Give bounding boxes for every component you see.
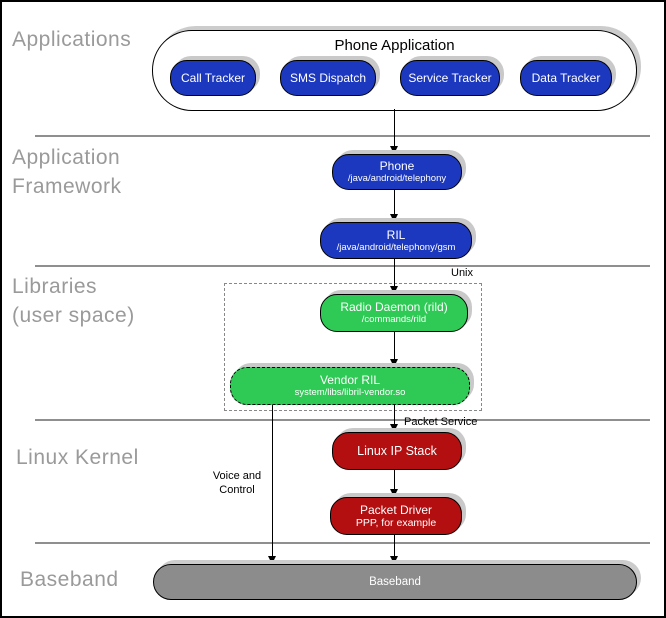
unix-boundary-label: Unix	[451, 267, 474, 279]
arrowhead-down-icon	[390, 286, 398, 294]
node-label: Packet Driver	[359, 502, 433, 517]
node-label: Linux IP Stack	[357, 443, 437, 458]
node-label: Service Tracker	[408, 71, 492, 85]
phone-application-title: Phone Application	[334, 37, 455, 54]
arrow-line	[394, 190, 395, 216]
arrow-line	[394, 259, 395, 288]
baseband-bar: Baseband	[153, 564, 637, 600]
app-pill-call-tracker: Call Tracker	[170, 60, 256, 96]
node-radio-daemon: Radio Daemon (rild) /commands/rild	[320, 294, 468, 332]
node-label: Baseband	[369, 576, 421, 588]
section-label-libraries: Libraries (user space)	[12, 272, 135, 330]
arrowhead-down-icon	[390, 214, 398, 222]
layer-divider	[35, 419, 650, 421]
node-label: RIL	[386, 227, 406, 242]
arrowhead-down-icon	[390, 489, 398, 497]
node-path: /java/android/telephony	[347, 173, 447, 184]
section-label-line: Application	[12, 146, 121, 169]
section-label-application-framework: Application Framework	[12, 143, 122, 201]
arrowhead-down-icon	[268, 556, 276, 564]
node-label: Radio Daemon (rild)	[340, 300, 448, 314]
node-label: Vendor RIL	[319, 373, 381, 387]
section-label-linux-kernel: Linux Kernel	[16, 446, 139, 469]
section-label-baseband: Baseband	[20, 568, 119, 591]
voice-control-line: Control	[219, 484, 255, 496]
arrow-line	[394, 470, 395, 491]
arrow-line	[394, 332, 395, 361]
section-label-line: Framework	[12, 175, 122, 198]
arrowhead-down-icon	[390, 146, 398, 154]
node-path: system/libs/libril-vendor.so	[294, 387, 406, 398]
arrow-line	[272, 405, 273, 558]
arrow-line	[394, 109, 395, 148]
app-pill-service-tracker: Service Tracker	[400, 60, 500, 96]
node-packet-driver: Packet Driver PPP, for example	[330, 497, 462, 535]
node-ril: RIL /java/android/telephony/gsm	[320, 222, 472, 259]
node-label: Phone	[379, 159, 415, 173]
arrowhead-down-icon	[390, 424, 398, 432]
node-path: /java/android/telephony/gsm	[336, 241, 456, 253]
node-label: Call Tracker	[180, 71, 245, 85]
layer-divider	[35, 135, 650, 137]
packet-service-label: Packet Service	[404, 416, 478, 428]
node-linux-ip-stack: Linux IP Stack	[332, 432, 462, 470]
section-label-line: Libraries	[12, 275, 98, 298]
voice-control-line: Voice and	[212, 470, 262, 482]
node-label: Data Tracker	[531, 71, 601, 85]
app-pill-sms-dispatch: SMS Dispatch	[280, 60, 376, 96]
node-path: /commands/rild	[361, 314, 427, 325]
section-label-line: (user space)	[12, 304, 135, 327]
node-vendor-ril: Vendor RIL system/libs/libril-vendor.so	[230, 367, 470, 405]
arrowhead-down-icon	[390, 359, 398, 367]
unix-boundary-box	[224, 283, 482, 411]
layer-divider	[35, 265, 650, 267]
section-label-applications: Applications	[12, 28, 132, 51]
arrow-line	[394, 405, 395, 426]
node-subtitle: PPP, for example	[355, 516, 437, 529]
app-pill-data-tracker: Data Tracker	[520, 60, 612, 96]
node-phone: Phone /java/android/telephony	[332, 154, 462, 190]
arrow-line	[394, 535, 395, 558]
node-label: SMS Dispatch	[289, 71, 367, 85]
voice-control-label: Voice and Control	[206, 469, 268, 497]
layer-divider	[35, 542, 650, 544]
arrowhead-down-icon	[390, 556, 398, 564]
